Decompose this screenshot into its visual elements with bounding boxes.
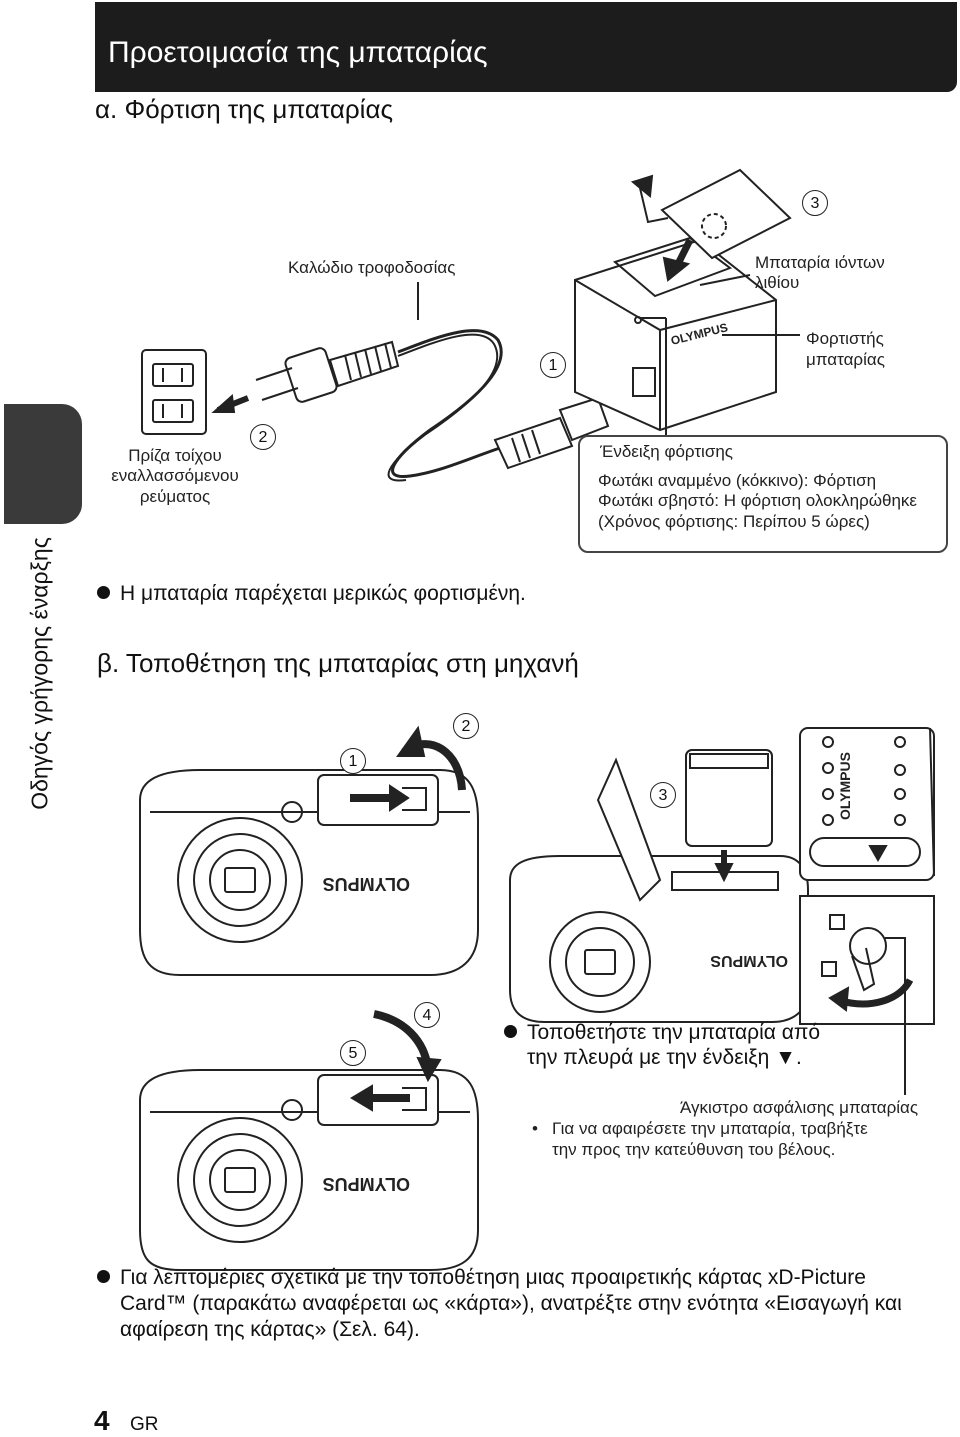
note-insert-side-text-1: Τοποθετήστε την μπαταρία από <box>527 1021 821 1044</box>
note-partially-charged-text: Η μπαταρία παρέχεται μερικώς φορτισμένη. <box>120 582 526 605</box>
note-insert-side-text-2: την πλευρά με την ένδειξη ▼. <box>527 1046 802 1069</box>
note-card-text-1: Για λεπτομέριες σχετικά με την τοποθέτησ… <box>120 1266 866 1289</box>
lock-knob-label: Άγκιστρο ασφάλισης μπαταρίας <box>680 1098 919 1117</box>
charge-line-1: Φωτάκι αναμμένο (κόκκινο): Φόρτιση <box>598 471 877 490</box>
note-partially-charged: Η μπαταρία παρέχεται μερικώς φορτισμένη. <box>97 580 526 607</box>
bullet-icon <box>504 1024 517 1038</box>
bullet-icon <box>97 585 110 599</box>
note-card: Για λεπτομέριες σχετικά με την τοποθέτησ… <box>97 1264 866 1291</box>
wall-outlet-label-1: Πρίζα τοίχου <box>128 446 222 465</box>
step-5-badge: 5 <box>340 1040 366 1066</box>
side-tab <box>4 404 82 524</box>
power-cable <box>391 329 503 479</box>
wall-outlet-label-2: εναλλασσόμενου <box>111 466 239 485</box>
language-code: GR <box>130 1414 159 1435</box>
section-a-title: α. Φόρτιση της μπαταρίας <box>95 94 394 124</box>
step-2-badge-b: 2 <box>453 713 479 739</box>
section-b-title: β. Τοποθέτηση της μπαταρίας στη μηχανή <box>97 648 579 678</box>
power-plug <box>284 347 338 403</box>
page-title: Προετοιμασία της μπαταρίας <box>108 36 488 69</box>
power-cable-label: Καλώδιο τροφοδοσίας <box>288 258 456 277</box>
step-3-badge-b: 3 <box>650 782 676 808</box>
battery-top <box>660 168 792 260</box>
note-card-text-3: αφαίρεση της κάρτας» (Σελ. 64). <box>120 1318 420 1341</box>
wall-outlet <box>141 349 207 435</box>
charge-line-3: (Χρόνος φόρτισης: Περίπου 5 ώρες) <box>598 512 870 531</box>
charger-label-2: μπαταρίας <box>806 350 885 369</box>
step-2-badge: 2 <box>250 424 276 450</box>
step-3-badge: 3 <box>802 190 828 216</box>
charge-line-2: Φωτάκι σβηστό: Η φόρτιση ολοκληρώθηκε <box>598 491 918 510</box>
charge-indication-heading: Ένδειξη φόρτισης <box>600 442 733 461</box>
li-ion-battery-label-2: λιθίου <box>755 273 800 292</box>
page-number: 4 <box>94 1405 110 1436</box>
charge-indication-box <box>578 435 948 553</box>
step-1-badge: 1 <box>540 352 566 378</box>
charger-label-1: Φορτιστής <box>806 329 884 348</box>
svg-text:OLYMPUS: OLYMPUS <box>837 752 853 820</box>
remove-note-1: Για να αφαιρέσετε την μπαταρία, τραβήξτε <box>552 1119 868 1138</box>
bullet-icon <box>97 1269 110 1283</box>
battery-detail <box>799 727 935 881</box>
svg-text:OLYMPUS: OLYMPUS <box>323 874 410 894</box>
step-4-badge: 4 <box>414 1002 440 1028</box>
remove-note-2: την προς την κατεύθυνση του βέλους. <box>552 1140 836 1159</box>
header-bar <box>95 2 957 92</box>
li-ion-battery-label-1: Μπαταρία ιόντων <box>755 253 885 272</box>
wall-outlet-label-3: ρεύματος <box>139 487 211 506</box>
remove-note-bullet: • <box>532 1119 538 1138</box>
note-card-text-2: Card™ (παρακάτω αναφέρεται ως «κάρτα»), … <box>120 1292 902 1315</box>
battery-small <box>685 749 773 847</box>
svg-text:OLYMPUS: OLYMPUS <box>323 1174 410 1194</box>
note-insert-side: Τοποθετήστε την μπαταρία από <box>504 1019 820 1046</box>
svg-text:OLYMPUS: OLYMPUS <box>710 952 788 969</box>
step-1-badge-b: 1 <box>340 748 366 774</box>
